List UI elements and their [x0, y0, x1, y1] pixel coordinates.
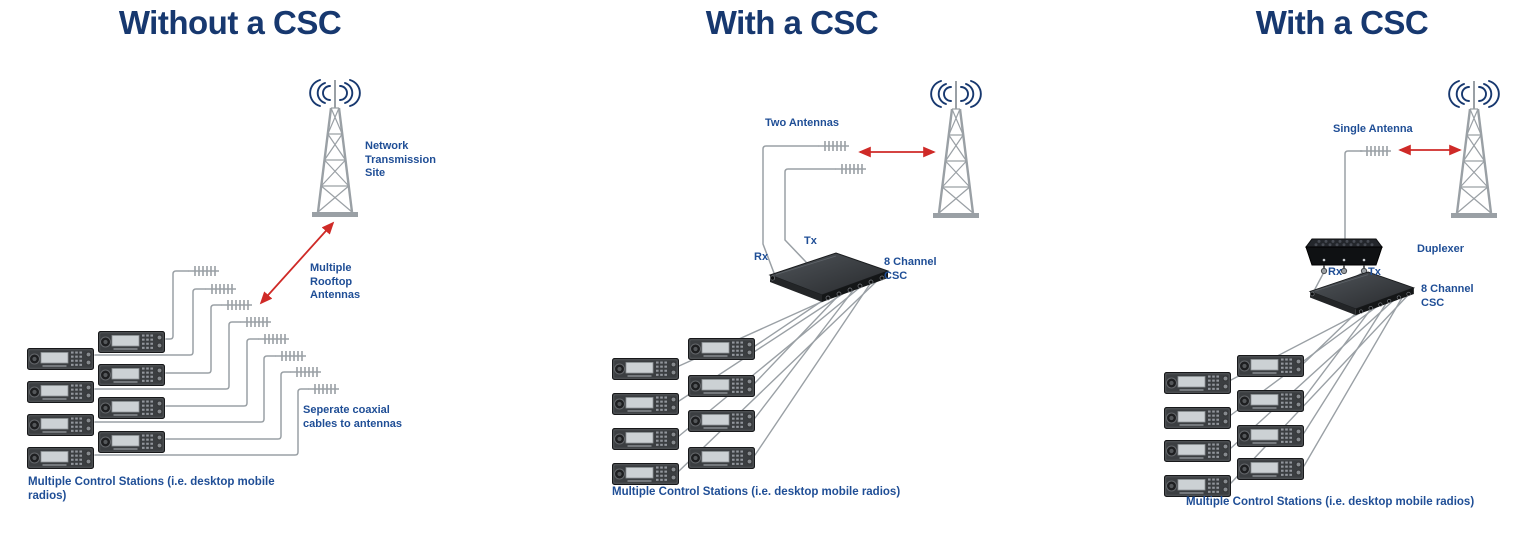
panel-title: With a CSC	[1255, 4, 1429, 41]
two-antennas-label: Two Antennas	[765, 117, 839, 129]
antenna-feed-line	[1344, 150, 1363, 239]
panel-without-csc: Without a CSC Network Transmission Site …	[0, 0, 512, 540]
panel3-drawing	[1164, 79, 1501, 497]
panel-with-csc-two-antennas: With a CSC Two Antennas Rx Tx 8 Channel …	[512, 0, 1024, 540]
csc-label: 8 Channel CSC	[1421, 283, 1474, 309]
rx-label: Rx	[1328, 266, 1343, 278]
panel2-drawing	[612, 79, 983, 485]
panel-title: With a CSC	[705, 4, 879, 41]
stations-caption: Multiple Control Stations (i.e. desktop …	[612, 486, 901, 498]
csc-box-icon	[769, 252, 889, 303]
coax-lines	[94, 270, 309, 456]
tx-label: Tx	[1368, 266, 1381, 278]
radio-icons	[612, 338, 755, 485]
radio-icons	[1164, 355, 1304, 497]
radio-icons	[27, 331, 165, 469]
stations-caption: Multiple Control Stations (i.e. desktop …	[28, 476, 275, 503]
tower-icon	[929, 79, 983, 220]
panel1-drawing	[27, 78, 362, 469]
radio-csc-lines	[678, 277, 881, 472]
network-site-label: Network Transmission Site	[365, 140, 436, 180]
tower-icon	[308, 78, 362, 219]
antenna-feed-lines	[762, 145, 836, 274]
tx-label: Tx	[804, 235, 817, 247]
panel-with-csc-single-antenna: With a CSC Single Antenna Duplexer Rx Tx…	[1024, 0, 1536, 540]
red-arrow-icon	[259, 221, 335, 305]
stations-caption: Multiple Control Stations (i.e. desktop …	[1186, 496, 1475, 508]
single-antenna-label: Single Antenna	[1333, 123, 1413, 135]
panel-title: Without a CSC	[118, 4, 342, 41]
csc-label: 8 Channel CSC	[884, 256, 937, 282]
rooftop-antenna-icon	[1359, 145, 1392, 157]
csc-box-icon	[1309, 271, 1415, 316]
rx-label: Rx	[754, 251, 769, 263]
duplexer-label: Duplexer	[1417, 243, 1465, 255]
rooftop-antennas-label: Multiple Rooftop Antennas	[310, 262, 361, 302]
radio-csc-lines	[1230, 292, 1411, 484]
coax-cables-label: Seperate coaxial cables to antennas	[303, 404, 403, 430]
